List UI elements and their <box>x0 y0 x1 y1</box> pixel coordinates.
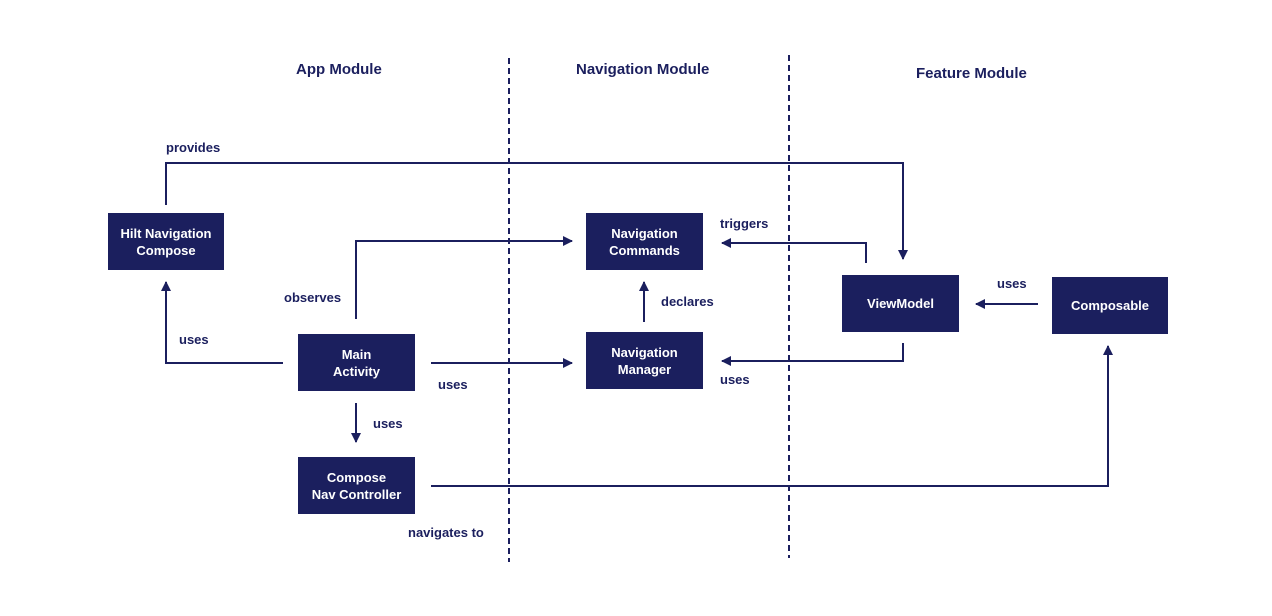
edge-label-provides: provides <box>166 140 221 155</box>
main-activity-node: Main Activity <box>298 334 415 391</box>
edge-navigates-to <box>431 345 1113 487</box>
edge-label-navigates-to: navigates to <box>408 525 484 540</box>
edge-label-observes: observes <box>284 290 342 305</box>
app-module-header: App Module <box>296 61 382 78</box>
edge-label-uses-manager: uses <box>438 377 468 392</box>
edge-triggers <box>721 238 867 263</box>
edge-label-uses-vm-manager: uses <box>720 372 750 387</box>
navigation-module-header: Navigation Module <box>576 61 710 78</box>
edge-observes <box>355 236 573 319</box>
edge-label-triggers: triggers <box>720 216 769 231</box>
edge-label-uses-composable-vm: uses <box>997 276 1027 291</box>
edge-label-uses-hilt: uses <box>179 332 209 347</box>
compose-nav-controller-node: Compose Nav Controller <box>298 457 415 514</box>
edge-provides <box>165 162 908 260</box>
viewmodel-node: ViewModel <box>842 275 959 332</box>
edge-uses-vm-manager <box>721 343 904 366</box>
composable-node: Composable <box>1052 277 1168 334</box>
edge-label-uses-compose-nav: uses <box>373 416 403 431</box>
navigation-commands-node: Navigation Commands <box>586 213 703 270</box>
navigation-manager-node: Navigation Manager <box>586 332 703 389</box>
hilt-navigation-compose-node: Hilt Navigation Compose <box>108 213 224 270</box>
edge-uses-hilt <box>161 281 283 364</box>
edge-label-declares: declares <box>661 294 714 309</box>
feature-module-header: Feature Module <box>916 65 1027 82</box>
